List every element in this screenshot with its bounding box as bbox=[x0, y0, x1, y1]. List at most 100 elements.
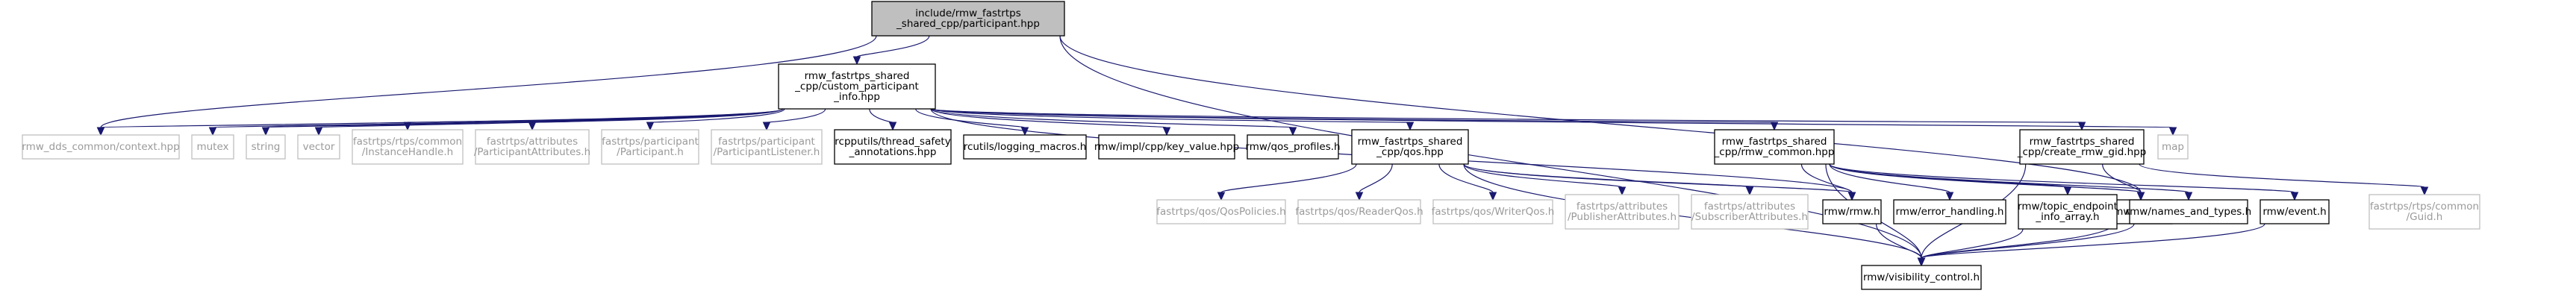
edge-qos-to-pub bbox=[1463, 163, 1627, 196]
node-qpol: fastrtps/qos/QosPolicies.h bbox=[1156, 199, 1286, 224]
node-box bbox=[2260, 199, 2330, 224]
node-label-line: fastrtps/qos/WriterQos.h bbox=[1432, 206, 1555, 218]
node-box bbox=[246, 134, 286, 160]
edge-arrowhead bbox=[888, 122, 897, 131]
node-pp: fastrtps/participant/Participant.h bbox=[601, 129, 699, 165]
edge-arrowhead bbox=[261, 127, 270, 136]
edge-cpi-to-pp bbox=[646, 108, 785, 131]
node-tsa[interactable]: rcpputils/thread_safety_annotations.hpp bbox=[834, 129, 952, 165]
node-qos[interactable]: rmw_fastrtps_shared_cpp/qos.hpp bbox=[1351, 129, 1469, 165]
node-label-line: rmw/topic_endpoint bbox=[2018, 201, 2118, 213]
node-ctx: rmw_dds_common/context.hpp bbox=[22, 134, 180, 160]
node-rc[interactable]: rmw_fastrtps_shared_cpp/rmw_common.hpp bbox=[1714, 129, 1835, 165]
node-box bbox=[778, 63, 936, 110]
edge-cpi-to-qp bbox=[930, 108, 1297, 136]
node-label-line: fastrtps/qos/ReaderQos.h bbox=[1295, 206, 1423, 218]
node-tea[interactable]: rmw/topic_endpoint_info_array.h bbox=[2018, 194, 2118, 230]
node-label-line: include/rmw_fastrtps bbox=[915, 7, 1021, 19]
node-label-line: fastrtps/participant bbox=[602, 136, 699, 148]
node-box bbox=[1351, 129, 1469, 165]
node-nt[interactable]: rmw/names_and_types.h bbox=[2126, 199, 2251, 224]
node-sub: fastrtps/attributes/SubscriberAttributes… bbox=[1691, 194, 1809, 230]
edge-arrowhead bbox=[1355, 192, 1364, 201]
node-label-line: rcpputils/thread_safety bbox=[835, 136, 950, 148]
edge-line bbox=[930, 108, 1167, 128]
edge-arrowhead bbox=[1288, 127, 1297, 136]
edge-line bbox=[1463, 163, 1623, 188]
node-label-line: rmw_dds_common/context.hpp bbox=[22, 141, 179, 153]
node-label-line: fastrtps/rtps/common bbox=[353, 136, 462, 148]
edge-arrowhead bbox=[96, 127, 105, 136]
node-label-line: mutex bbox=[196, 141, 228, 153]
edge-arrowhead bbox=[762, 122, 771, 131]
edge-arrowhead bbox=[314, 127, 323, 136]
edge-arrowhead bbox=[403, 122, 412, 131]
node-vector: vector bbox=[297, 134, 340, 160]
edge-line bbox=[856, 35, 930, 57]
node-box bbox=[297, 134, 340, 160]
node-label-line: rmw/event.h bbox=[2262, 206, 2326, 218]
edge-ev-to-vis bbox=[1917, 223, 2265, 267]
edge-cpi-to-tsa bbox=[869, 108, 897, 131]
edge-line bbox=[1921, 223, 2115, 259]
node-label-line: rmw_fastrtps_shared bbox=[1722, 136, 1827, 148]
node-box bbox=[2019, 129, 2145, 165]
node-label-line: rmw/impl/cpp/key_value.hpp bbox=[1094, 141, 1239, 153]
node-qp[interactable]: rmw/qos_profiles.h bbox=[1245, 134, 1341, 160]
edge-arrowhead bbox=[2063, 186, 2072, 196]
node-label-line: _cpp/create_rmw_gid.hpp bbox=[2017, 146, 2147, 158]
node-label-line: map bbox=[2162, 141, 2184, 153]
node-label-line: /PublisherAttributes.h bbox=[1568, 211, 1677, 223]
node-label-line: _info_array.h bbox=[2035, 211, 2099, 223]
edge-line bbox=[930, 108, 1411, 123]
edge-types-to-vis bbox=[1917, 223, 2115, 267]
node-cpi[interactable]: rmw_fastrtps_shared_cpp/custom_participa… bbox=[778, 63, 936, 110]
node-label-line: _cpp/custom_participant bbox=[794, 81, 919, 92]
edge-line bbox=[1829, 163, 2295, 193]
node-box bbox=[1098, 134, 1235, 160]
edge-crg-to-types bbox=[2102, 163, 2145, 201]
node-pa: fastrtps/attributes/ParticipantAttribute… bbox=[474, 129, 590, 165]
node-pl: fastrtps/participant/ParticipantListener… bbox=[711, 129, 823, 165]
edge-cpi-to-map bbox=[930, 108, 2177, 136]
edge-arrowhead bbox=[528, 122, 537, 131]
node-rmw[interactable]: rmw/rmw.h bbox=[1822, 199, 1882, 224]
node-box bbox=[1297, 199, 1421, 224]
node-label-line: string bbox=[252, 141, 281, 153]
node-label-line: fastrtps/rtps/common bbox=[2370, 201, 2479, 213]
node-label-line: /ParticipantAttributes.h bbox=[474, 146, 590, 158]
node-box bbox=[1861, 265, 1982, 290]
node-box bbox=[475, 129, 590, 165]
node-label-line: /Guid.h bbox=[2407, 211, 2443, 223]
edge-rc-to-eh bbox=[1829, 163, 1954, 201]
edge-line bbox=[1059, 35, 2142, 193]
node-label-line: rmw/qos_profiles.h bbox=[1245, 141, 1340, 153]
node-vis[interactable]: rmw/visibility_control.h bbox=[1861, 265, 1982, 290]
edge-crg-to-guid bbox=[2139, 163, 2429, 196]
edge-arrowhead bbox=[646, 122, 655, 131]
node-box bbox=[191, 134, 234, 160]
node-log[interactable]: rcutils/logging_macros.h bbox=[963, 134, 1087, 160]
node-label-line: /SubscriberAttributes.h bbox=[1691, 211, 1808, 223]
node-box bbox=[22, 134, 180, 160]
edge-line bbox=[930, 108, 2174, 128]
node-string: string bbox=[246, 134, 286, 160]
nodes-layer: include/rmw_fastrtps_shared_cpp/particip… bbox=[22, 1, 2480, 290]
node-kv[interactable]: rmw/impl/cpp/key_value.hpp bbox=[1094, 134, 1239, 160]
edge-rmw-to-vis bbox=[1875, 223, 1926, 267]
edge-arrowhead bbox=[1945, 192, 1954, 201]
edge-line bbox=[930, 108, 1294, 128]
edge-line bbox=[531, 108, 784, 123]
node-crg[interactable]: rmw_fastrtps_shared_cpp/create_rmw_gid.h… bbox=[2017, 129, 2147, 165]
node-label-line: fastrtps/qos/QosPolicies.h bbox=[1156, 206, 1285, 218]
edge-line bbox=[1800, 163, 1853, 193]
edge-arrowhead bbox=[208, 127, 217, 136]
edge-cpi-to-pa bbox=[528, 108, 784, 131]
node-eh[interactable]: rmw/error_handling.h bbox=[1893, 199, 2006, 224]
node-box bbox=[1691, 194, 1809, 230]
edge-arrowhead bbox=[2184, 192, 2193, 201]
edge-cpi-to-ih bbox=[403, 108, 784, 131]
node-ev[interactable]: rmw/event.h bbox=[2260, 199, 2330, 224]
node-label-line: /ParticipantListener.h bbox=[714, 146, 820, 158]
node-box bbox=[2157, 134, 2189, 160]
